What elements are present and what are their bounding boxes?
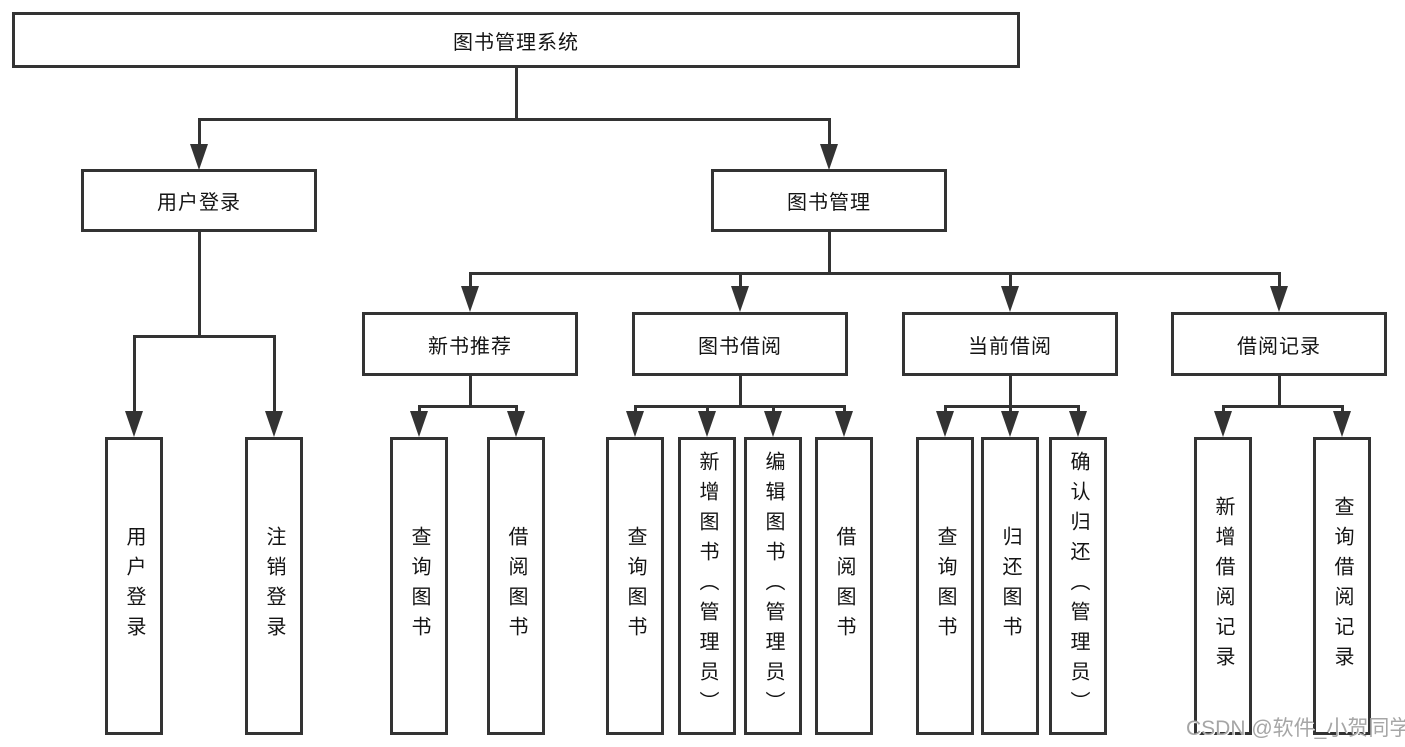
arrow-down-icon	[936, 411, 954, 437]
arrow-down-icon	[1001, 411, 1019, 437]
leaf-add-books-admin-label: 新增图书（管理员）	[696, 451, 718, 721]
leaf-return-books-label: 归还图书	[999, 526, 1021, 646]
leaf-query-books-2: 查询图书	[606, 437, 664, 735]
arrow-down-icon	[1001, 286, 1019, 312]
edge-stem	[944, 405, 947, 411]
edge-stem	[1077, 405, 1080, 411]
leaf-logout: 注销登录	[245, 437, 303, 735]
edge-root-to-user-login-stem	[198, 118, 201, 144]
leaf-borrow-books-1-label: 借阅图书	[505, 526, 527, 646]
leaf-query-books-3: 查询图书	[916, 437, 974, 735]
node-borrow-records: 借阅记录	[1171, 312, 1387, 376]
edge-book-borrow-trunk	[739, 376, 742, 405]
edge-borrow-record-trunk	[1278, 376, 1281, 405]
leaf-logout-label: 注销登录	[263, 526, 285, 646]
edge-stem	[1009, 405, 1012, 411]
leaf-user-login-label: 用户登录	[123, 526, 145, 646]
arrow-down-icon	[731, 286, 749, 312]
node-book-borrowing: 图书借阅	[632, 312, 848, 376]
edge-stem	[706, 405, 709, 411]
arrow-down-icon	[410, 411, 428, 437]
arrow-down-icon	[1069, 411, 1087, 437]
edge-stem	[418, 405, 421, 411]
node-borrow-records-label: 借阅记录	[1237, 335, 1321, 358]
leaf-query-books-1: 查询图书	[390, 437, 448, 735]
leaf-add-borrow-record: 新增借阅记录	[1194, 437, 1252, 735]
leaf-borrow-books-1: 借阅图书	[487, 437, 545, 735]
node-book-management-label: 图书管理	[787, 192, 871, 214]
edge-to-borrow-record-stem	[1278, 272, 1281, 286]
edge-to-leaf-logout-stem	[273, 335, 276, 411]
edge-to-new-book-stem	[469, 272, 472, 286]
edge-to-leaf-login-stem	[133, 335, 136, 411]
edge-user-login-branch-bar	[133, 335, 276, 338]
arrow-down-icon	[626, 411, 644, 437]
edge-stem	[772, 405, 775, 411]
node-user-login-label: 用户登录	[157, 192, 241, 214]
leaf-borrow-books-2: 借阅图书	[815, 437, 873, 735]
arrow-down-icon	[1333, 411, 1351, 437]
edge-stem	[1222, 405, 1225, 411]
leaf-return-books: 归还图书	[981, 437, 1039, 735]
leaf-edit-books-admin: 编辑图书（管理员）	[744, 437, 802, 735]
arrow-down-icon	[698, 411, 716, 437]
edge-stem	[1341, 405, 1344, 411]
edge-book-borrow-branch-bar	[634, 405, 846, 408]
node-new-book-recommend-label: 新书推荐	[428, 335, 512, 358]
leaf-query-borrow-record-label: 查询借阅记录	[1331, 496, 1353, 676]
node-new-book-recommend: 新书推荐	[362, 312, 578, 376]
arrow-down-icon	[835, 411, 853, 437]
csdn-watermark: CSDN @软件_小贺同学	[1186, 717, 1405, 740]
edge-stem	[634, 405, 637, 411]
edge-user-login-trunk	[198, 232, 201, 335]
edge-to-current-borrow-stem	[1009, 272, 1012, 286]
edge-to-book-borrow-stem	[739, 272, 742, 286]
leaf-add-borrow-record-label: 新增借阅记录	[1212, 496, 1234, 676]
leaf-borrow-books-2-label: 借阅图书	[833, 526, 855, 646]
edge-stem	[843, 405, 846, 411]
arrow-down-icon	[764, 411, 782, 437]
node-root-label: 图书管理系统	[453, 31, 579, 54]
node-user-login: 用户登录	[81, 169, 317, 232]
leaf-user-login: 用户登录	[105, 437, 163, 735]
leaf-edit-books-admin-label: 编辑图书（管理员）	[762, 451, 784, 721]
edge-book-mgmt-trunk	[828, 232, 831, 272]
node-root-library-system: 图书管理系统	[12, 12, 1020, 68]
edge-current-borrow-trunk	[1009, 376, 1012, 405]
edge-borrow-record-branch-bar	[1222, 405, 1344, 408]
edge-current-borrow-branch-bar	[944, 405, 1080, 408]
edge-new-book-trunk	[469, 376, 472, 405]
leaf-query-books-2-label: 查询图书	[624, 526, 646, 646]
leaf-confirm-return-admin: 确认归还（管理员）	[1049, 437, 1107, 735]
edge-new-book-branch-bar	[418, 405, 518, 408]
leaf-confirm-return-admin-label: 确认归还（管理员）	[1067, 451, 1089, 721]
arrow-down-icon	[265, 411, 283, 437]
arrow-down-icon	[507, 411, 525, 437]
edge-book-mgmt-branch-bar	[469, 272, 1281, 275]
arrow-down-icon	[125, 411, 143, 437]
leaf-add-books-admin: 新增图书（管理员）	[678, 437, 736, 735]
node-book-management: 图书管理	[711, 169, 947, 232]
arrow-down-icon	[1214, 411, 1232, 437]
arrow-down-icon	[1270, 286, 1288, 312]
edge-root-to-book-mgmt-stem	[828, 118, 831, 144]
node-current-borrowing: 当前借阅	[902, 312, 1118, 376]
node-current-borrowing-label: 当前借阅	[968, 335, 1052, 358]
edge-stem	[515, 405, 518, 411]
node-book-borrowing-label: 图书借阅	[698, 335, 782, 358]
arrow-down-icon	[820, 144, 838, 170]
arrow-down-icon	[190, 144, 208, 170]
arrow-down-icon	[461, 286, 479, 312]
leaf-query-borrow-record: 查询借阅记录	[1313, 437, 1371, 735]
leaf-query-books-3-label: 查询图书	[934, 526, 956, 646]
edge-root-branch-bar	[198, 118, 831, 121]
leaf-query-books-1-label: 查询图书	[408, 526, 430, 646]
edge-root-trunk	[515, 68, 518, 118]
